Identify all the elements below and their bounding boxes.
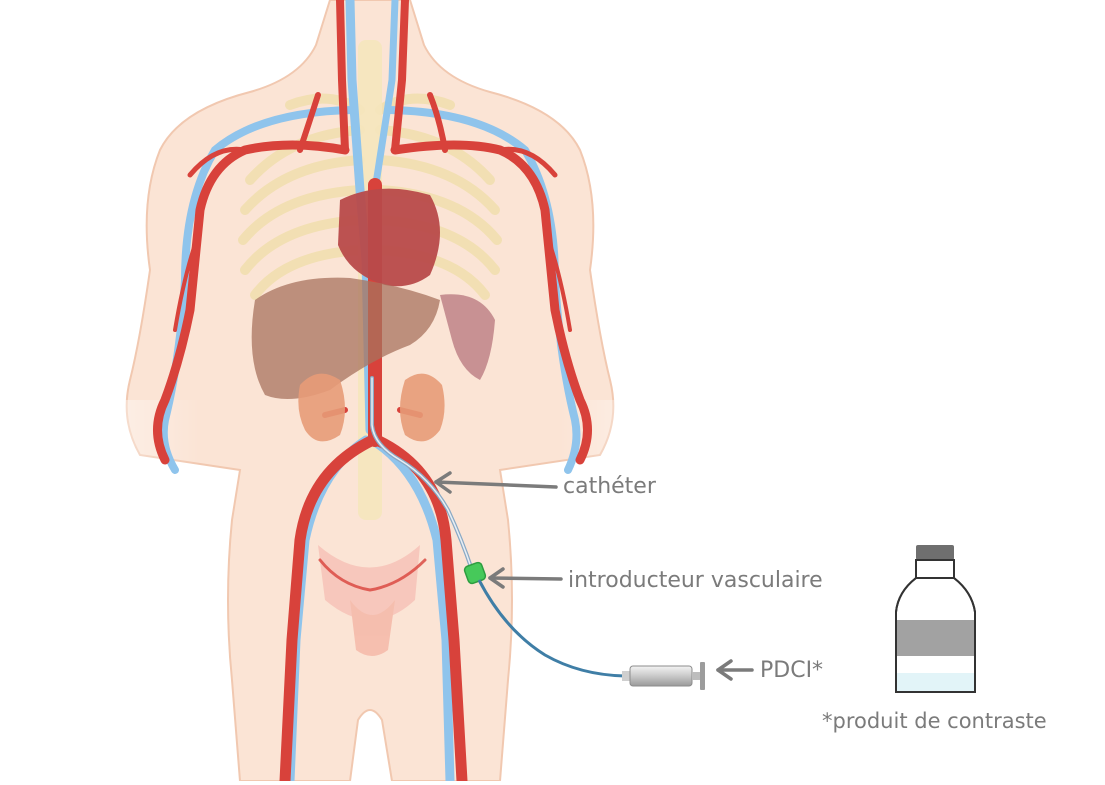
catheter-label: cathéter — [563, 474, 656, 500]
arrow-icon — [718, 661, 752, 679]
introducer-label: introducteur vasculaire — [568, 568, 823, 594]
bottle-icon — [896, 545, 975, 692]
syringe-icon — [622, 662, 705, 690]
arrow-icon — [490, 569, 561, 587]
pdci-label: PDCI* — [760, 658, 823, 684]
footnote-label: *produit de contraste — [822, 708, 1047, 734]
